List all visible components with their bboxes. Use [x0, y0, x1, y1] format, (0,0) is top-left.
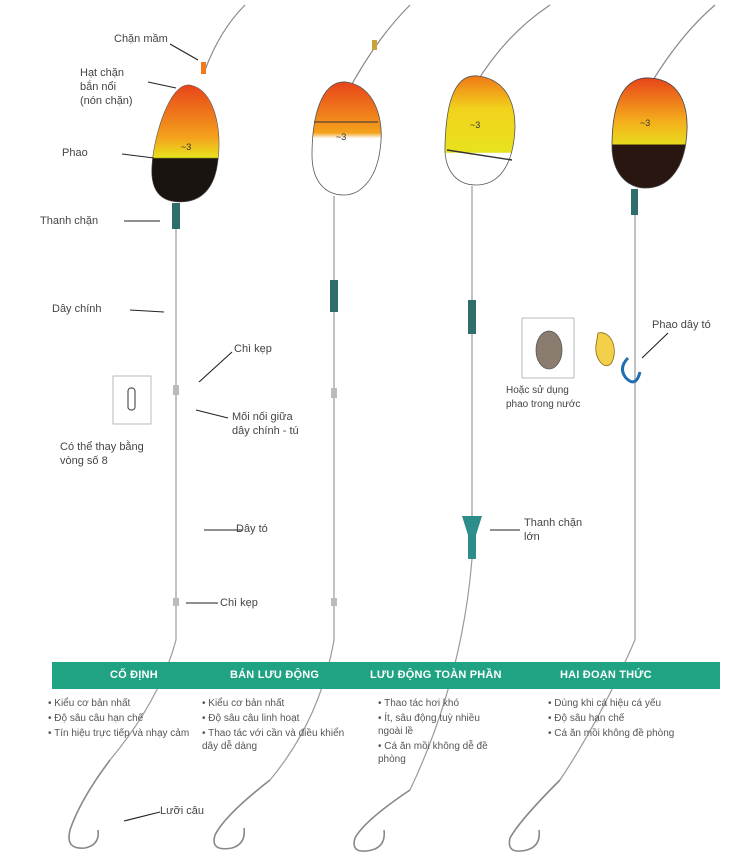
hook-1 — [68, 759, 111, 849]
split-shot-1b — [173, 598, 179, 606]
note-item: • Dùng khi cá hiệu cá yếu — [548, 698, 662, 709]
note-item: • Độ sâu câu hạn chế — [48, 713, 144, 724]
note-item: • Tín hiệu trực tiếp và nhạy cảm — [48, 728, 190, 739]
category-band: CỐ ĐỊNH BÁN LƯU ĐỘNG LƯU ĐỘNG TOÀN PHẦN … — [52, 662, 720, 689]
rig-full-sliding: ~3 — [353, 4, 551, 852]
big-stopper-3 — [462, 516, 482, 535]
hook-2 — [213, 779, 271, 850]
stopper-1 — [172, 203, 180, 229]
label-luoi-cau: Lưỡi câu — [160, 805, 204, 817]
note-item: • Thao tác với cần và điều khiển dây dễ … — [202, 728, 345, 752]
label-thanh-chan: Thanh chặn — [40, 215, 99, 227]
category-title-4: HAI ĐOẠN THỨC — [560, 669, 652, 681]
float-2 — [311, 81, 382, 196]
notes-full-sliding: • Thao tác hơi khó • Ít, sâu động tuỳ nh… — [378, 697, 498, 768]
label-day-to: Dây tó — [236, 523, 268, 535]
note-item: • Cá ăn mồi không đề phòng — [548, 728, 675, 739]
label-phao-day-to: Phao dây tó — [652, 319, 711, 331]
swivel-inset — [112, 375, 152, 425]
stopper-2 — [330, 280, 338, 312]
leader-float-4 — [621, 356, 642, 384]
note-item: • Kiểu cơ bản nhất — [48, 698, 131, 709]
rig-semi-sliding: ~3 — [213, 4, 411, 850]
label-chi-kep-2: Chì kẹp — [220, 597, 258, 609]
note-item: • Cá ăn mồi không dễ đề phòng — [378, 741, 488, 765]
float-3 — [444, 75, 516, 186]
stopper-4 — [631, 189, 638, 215]
rig-two-stage: ~3 — [508, 4, 716, 852]
note-item: • Độ sâu câu linh hoạt — [202, 713, 300, 724]
category-title-1: CỐ ĐỊNH — [110, 669, 158, 681]
svg-text:~3: ~3 — [336, 132, 346, 142]
category-title-2: BÁN LƯU ĐỘNG — [230, 669, 320, 681]
label-moi-noi: Mối nối giữa dây chính - tú — [232, 411, 299, 437]
category-title-3: LƯU ĐỘNG TOÀN PHẦN — [370, 669, 502, 681]
bead-stopper-1 — [201, 62, 206, 74]
stopper-3 — [468, 300, 476, 334]
note-item: • Ít, sâu động tuỳ nhiều ngoài lề — [378, 713, 480, 737]
float-4 — [611, 77, 688, 189]
annotation-arrows — [121, 43, 669, 822]
split-shot-1 — [173, 385, 179, 395]
label-hoac-su-dung: Hoặc sử dụng phao trong nước — [506, 385, 581, 410]
note-item: • Độ sâu hạn chế — [548, 713, 625, 724]
svg-text:~3: ~3 — [470, 120, 480, 130]
label-chi-kep-1: Chì kẹp — [234, 343, 272, 355]
label-chan-mam: Chặn mầm — [114, 33, 168, 45]
hook-3 — [353, 789, 411, 852]
label-hat-chan: Hạt chặn bắn nổi (nón chặn) — [80, 67, 133, 107]
svg-text:~3: ~3 — [181, 142, 191, 152]
note-item: • Thao tác hơi khó — [378, 698, 460, 709]
label-thanh-chan-lon: Thanh chặn lớn — [524, 517, 583, 543]
label-phao: Phao — [62, 147, 88, 159]
note-item: • Kiểu cơ bản nhất — [202, 698, 285, 709]
svg-text:~3: ~3 — [640, 118, 650, 128]
float-1 — [151, 84, 220, 203]
label-day-chinh: Dây chính — [52, 303, 102, 315]
hook-4 — [508, 779, 561, 852]
label-co-the-thay: Có thể thay bằng vòng số 8 — [60, 441, 144, 467]
rig-fixed: ~3 — [68, 4, 246, 849]
notes-two-stage: • Dùng khi cá hiệu cá yếu • Độ sâu hạn c… — [548, 697, 688, 742]
main-line-top-1 — [204, 4, 246, 71]
notes-fixed: • Kiểu cơ bản nhất • Độ sâu câu hạn chế … — [48, 697, 193, 742]
notes-semi-sliding: • Kiểu cơ bản nhất • Độ sâu câu linh hoạ… — [202, 697, 347, 755]
